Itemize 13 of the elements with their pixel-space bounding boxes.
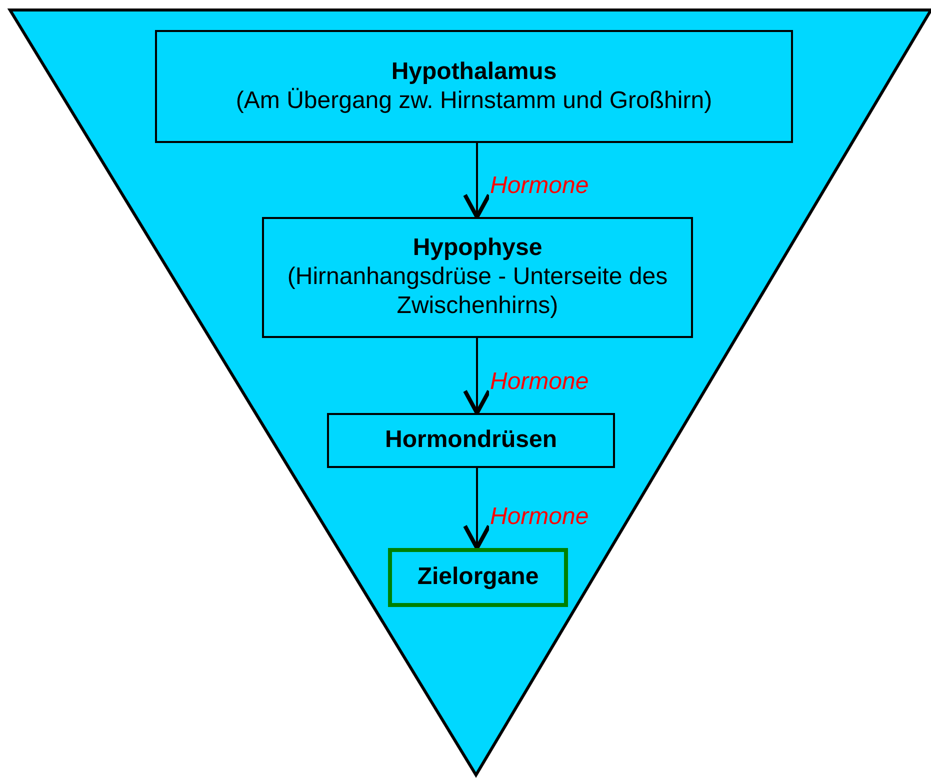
box-heading: Hypothalamus (391, 58, 557, 86)
process-box (155, 30, 793, 143)
process-box (262, 217, 693, 338)
arrow (463, 143, 491, 219)
box-heading: Zielorgane (417, 563, 539, 592)
box-description: (Am Übergang zw. Hirnstamm und Großhirn) (236, 86, 712, 116)
arrow (463, 468, 491, 550)
process-box (388, 548, 568, 607)
box-heading: Hormondrüsen (384, 426, 557, 455)
process-box (327, 413, 615, 468)
arrow (463, 338, 491, 415)
box-description: (Hirnanhangsdrüse - Unterseite des Zwischenhirns) (286, 263, 669, 321)
box-heading: Hypophyse (412, 234, 542, 264)
